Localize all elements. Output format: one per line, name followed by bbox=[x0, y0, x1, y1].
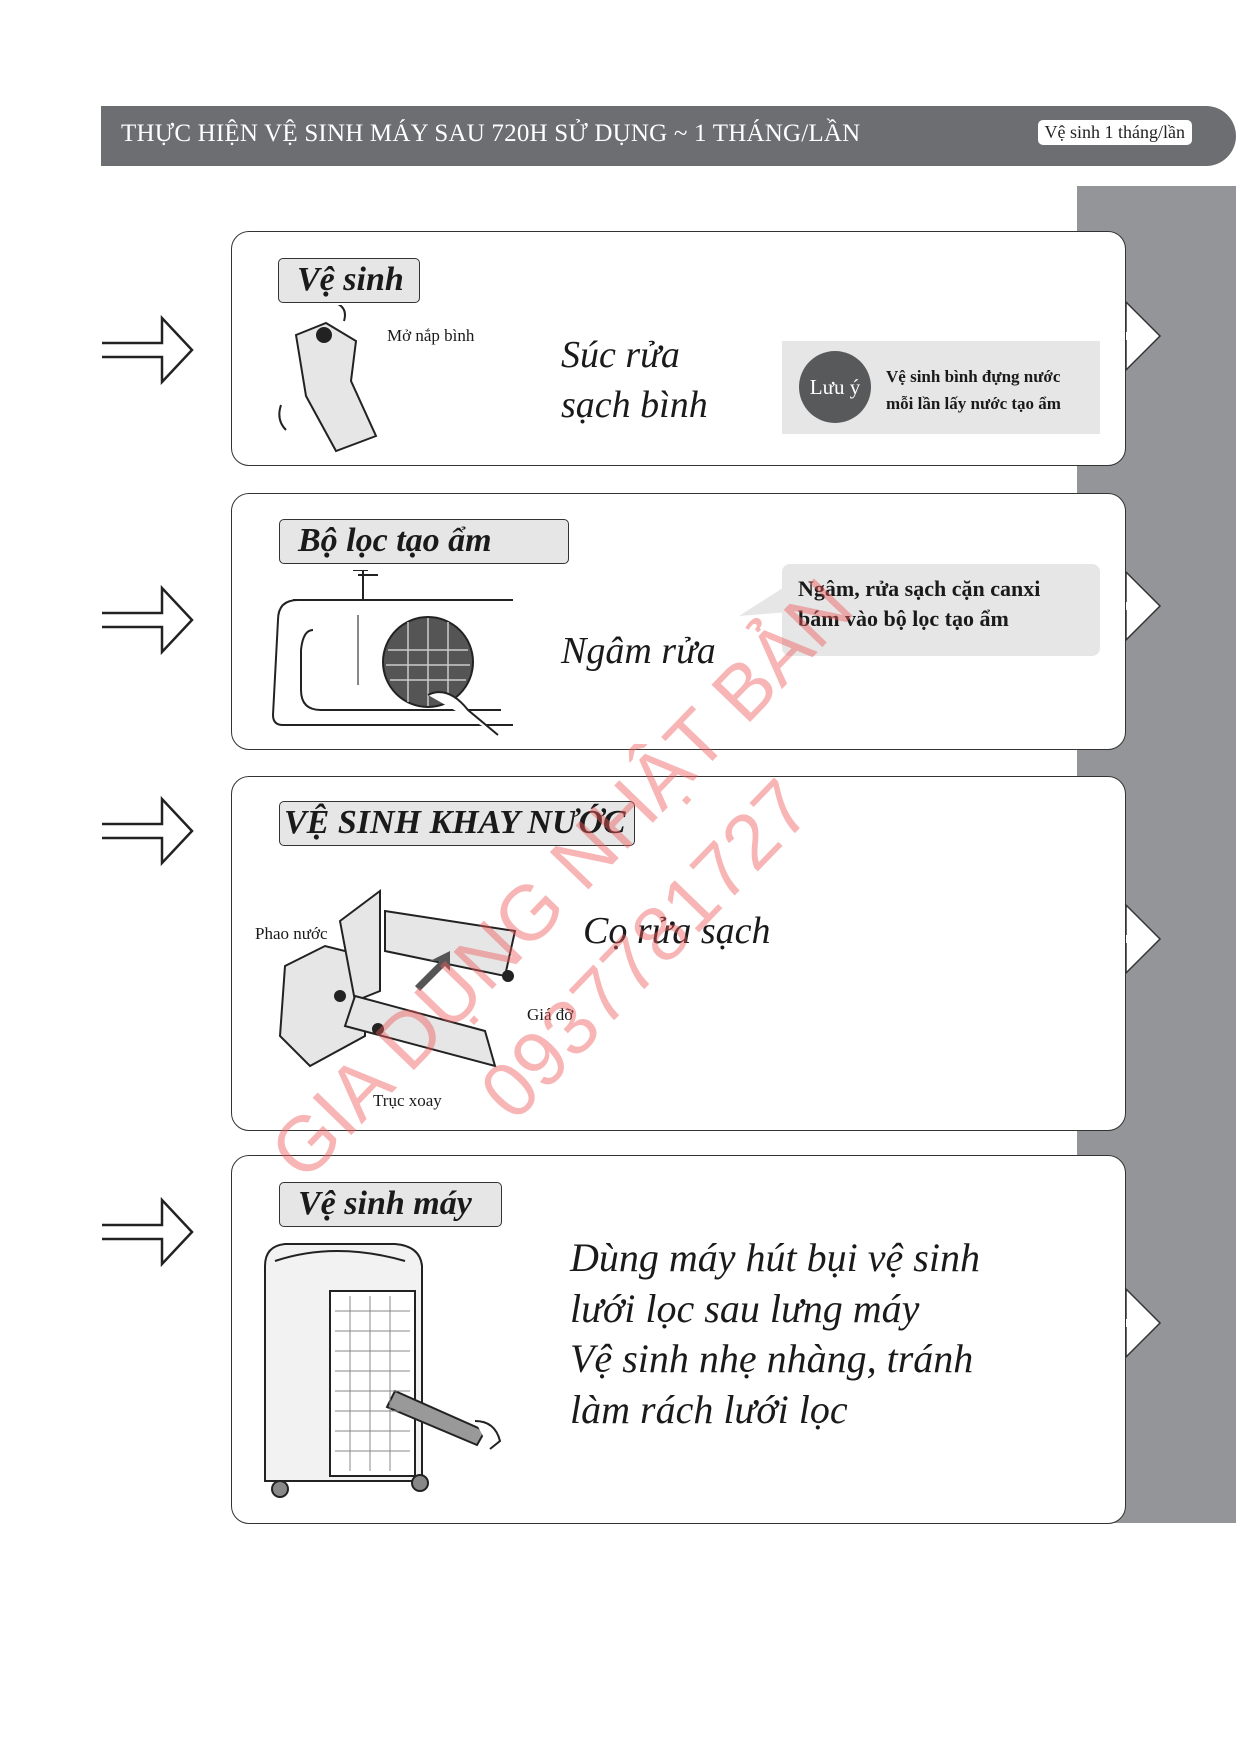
step-label: Vệ sinh bbox=[278, 258, 420, 303]
step-text-line: sạch bình bbox=[561, 384, 708, 426]
frequency-badge: Vệ sinh 1 tháng/lần bbox=[1037, 120, 1192, 145]
right-arrow-icon bbox=[1125, 1287, 1162, 1359]
note-line: Ngâm, rửa sạch cặn canxi bbox=[798, 576, 1041, 601]
note-line: mỗi lần lấy nước tạo ẩm bbox=[886, 394, 1061, 413]
arrow-right-icon bbox=[102, 584, 194, 656]
step-label: VỆ SINH KHAY NƯỚC bbox=[279, 801, 635, 846]
step-text-line: Dùng máy hút bụi vệ sinh bbox=[570, 1235, 980, 1280]
arrow-right-icon bbox=[102, 795, 194, 867]
callout-holder: Giá đỡ bbox=[527, 1005, 574, 1024]
right-arrow-icon bbox=[1125, 570, 1162, 642]
arrow-right-icon bbox=[102, 1196, 194, 1268]
arrow-right-icon bbox=[102, 314, 194, 386]
water-tray-illustration bbox=[278, 889, 517, 1068]
note-box: Lưu ý Vệ sinh bình đựng nước mỗi lần lấy… bbox=[782, 341, 1100, 434]
vacuum-machine-illustration bbox=[264, 1243, 502, 1498]
step-text-line: làm rách lưới lọc bbox=[570, 1387, 848, 1432]
step-text-line: Ngâm rửa bbox=[561, 630, 716, 672]
left-arrows bbox=[102, 314, 194, 1268]
step-text-line: Vệ sinh nhẹ nhàng, tránh bbox=[570, 1336, 974, 1381]
right-arrows bbox=[1125, 300, 1162, 1359]
note-bubble: Ngâm, rửa sạch cặn canxi bám vào bộ lọc … bbox=[782, 564, 1100, 656]
step-text-line: Súc rửa bbox=[561, 334, 680, 376]
callout-pivot: Trục xoay bbox=[373, 1091, 442, 1110]
section-header: THỰC HIỆN VỆ SINH MÁY SAU 720H SỬ DỤNG ~… bbox=[101, 106, 1236, 166]
right-arrow-icon bbox=[1125, 300, 1162, 372]
step-label: Vệ sinh máy bbox=[279, 1182, 502, 1227]
callout-float: Phao nước bbox=[255, 924, 328, 943]
header-title: THỰC HIỆN VỆ SINH MÁY SAU 720H SỬ DỤNG ~… bbox=[121, 120, 861, 147]
speech-bubble-tail bbox=[739, 584, 789, 616]
note-line: Vệ sinh bình đựng nước bbox=[886, 367, 1061, 386]
note-line: bám vào bộ lọc tạo ẩm bbox=[798, 606, 1009, 631]
step-text-line: Cọ rửa sạch bbox=[583, 910, 771, 952]
step-label: Bộ lọc tạo ẩm bbox=[279, 519, 569, 564]
water-tank-illustration bbox=[278, 305, 378, 453]
note-badge: Lưu ý bbox=[799, 351, 871, 423]
callout-open-lid: Mở nắp bình bbox=[387, 326, 475, 345]
right-arrow-icon bbox=[1125, 903, 1162, 975]
sink-soaking-illustration bbox=[271, 570, 513, 736]
step-text-line: lưới lọc sau lưng máy bbox=[570, 1286, 920, 1331]
